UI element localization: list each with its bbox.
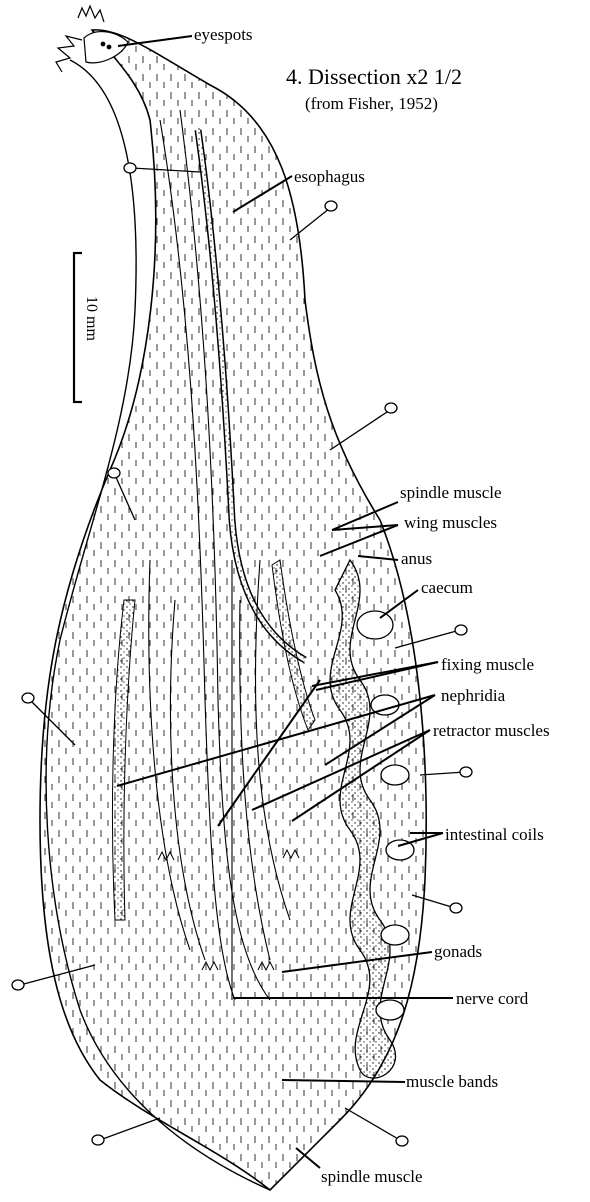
label-wing-muscles: wing muscles xyxy=(404,514,497,531)
scale-bar-label: 10 mm xyxy=(82,296,100,341)
label-caecum: caecum xyxy=(421,579,473,596)
label-anus: anus xyxy=(401,550,432,567)
label-spindle-muscle-lower: spindle muscle xyxy=(321,1168,423,1185)
label-spindle-muscle-upper: spindle muscle xyxy=(400,484,502,501)
label-fixing-muscle: fixing muscle xyxy=(441,656,534,673)
label-muscle-bands: muscle bands xyxy=(406,1073,498,1090)
label-esophagus: esophagus xyxy=(294,168,365,185)
label-nephridia: nephridia xyxy=(441,687,505,704)
label-gonads: gonads xyxy=(434,943,482,960)
scale-bar xyxy=(74,252,82,403)
figure-subtitle: (from Fisher, 1952) xyxy=(305,95,438,112)
label-nerve-cord: nerve cord xyxy=(456,990,528,1007)
label-eyespots: eyespots xyxy=(194,26,253,43)
figure-title: 4. Dissection x2 1/2 xyxy=(286,66,462,88)
label-intestinal-coils: intestinal coils xyxy=(445,826,544,843)
label-retractor-muscles: retractor muscles xyxy=(433,722,550,739)
